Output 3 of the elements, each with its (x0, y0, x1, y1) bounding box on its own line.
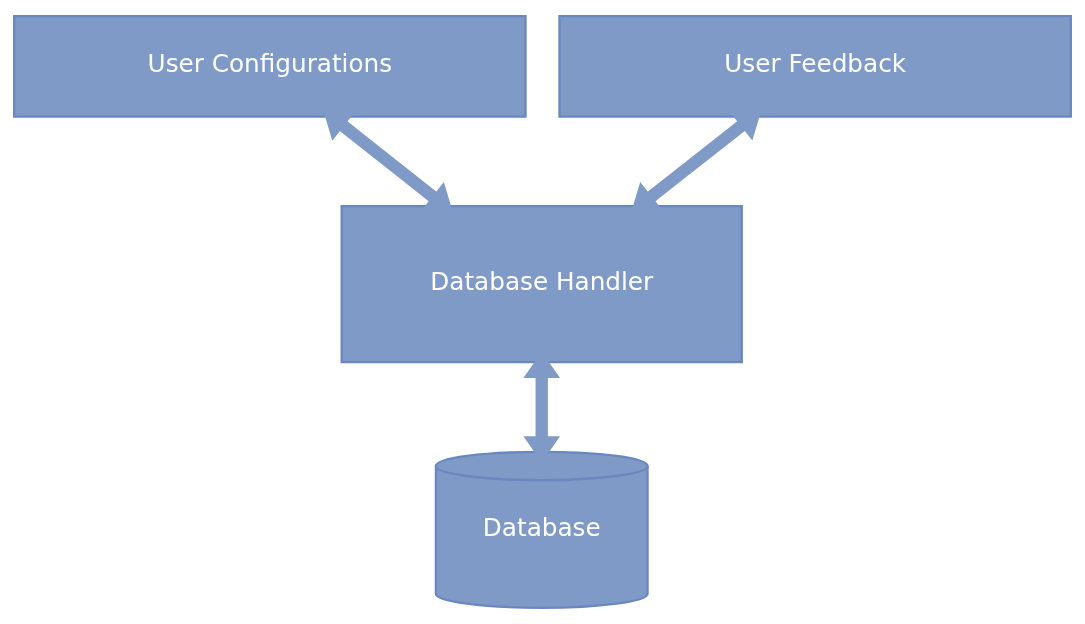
node-box: Database Handler (340, 205, 743, 364)
node-box: User Feedback (558, 15, 1072, 118)
node-box: User Configurations (13, 15, 527, 118)
